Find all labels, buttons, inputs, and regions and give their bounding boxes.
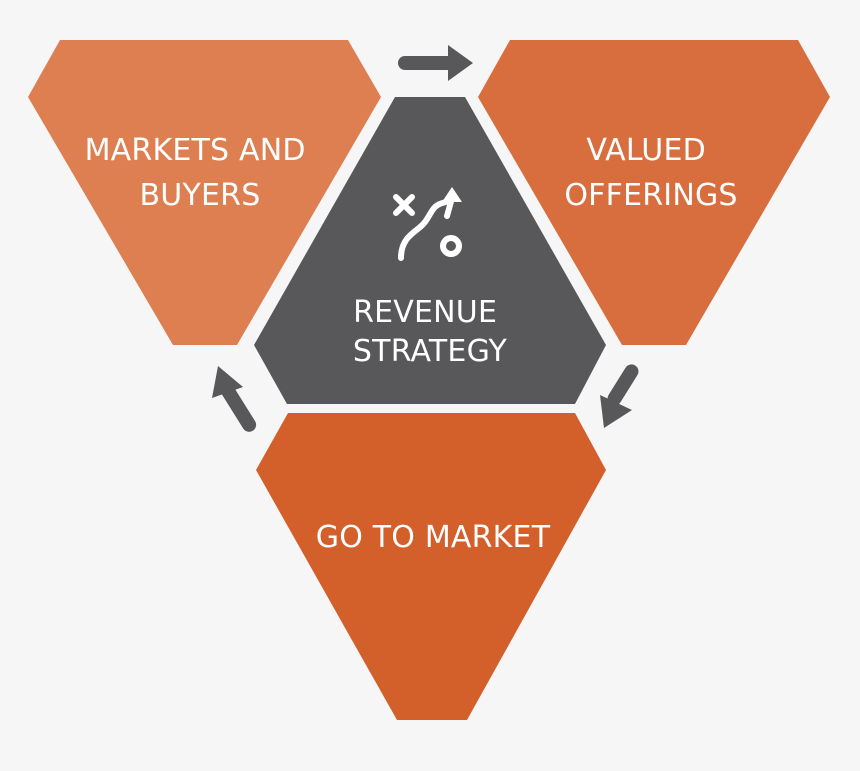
- segment-offerings-shape: [478, 40, 830, 345]
- arrow-down-left-icon: [600, 364, 639, 428]
- segment-markets-label: MARKETS AND BUYERS: [85, 133, 316, 213]
- cycle-arrows: [212, 45, 639, 432]
- arrow-up-left-icon: [212, 366, 257, 432]
- segment-go-to-market: GO TO MARKET: [256, 413, 606, 720]
- arrow-right-icon: [398, 45, 473, 81]
- segment-offerings-label: VALUED OFFERINGS: [564, 133, 737, 213]
- center-label: REVENUE STRATEGY: [353, 295, 508, 369]
- segment-gtm-shape: [256, 413, 606, 720]
- center-revenue-strategy: REVENUE STRATEGY: [254, 97, 606, 404]
- center-shape: [254, 97, 606, 404]
- segment-markets-and-buyers: MARKETS AND BUYERS: [28, 40, 381, 345]
- segment-gtm-label: GO TO MARKET: [316, 520, 551, 555]
- segment-markets-shape: [28, 40, 381, 345]
- strategy-play-icon: [393, 187, 462, 261]
- segment-valued-offerings: VALUED OFFERINGS: [478, 40, 830, 345]
